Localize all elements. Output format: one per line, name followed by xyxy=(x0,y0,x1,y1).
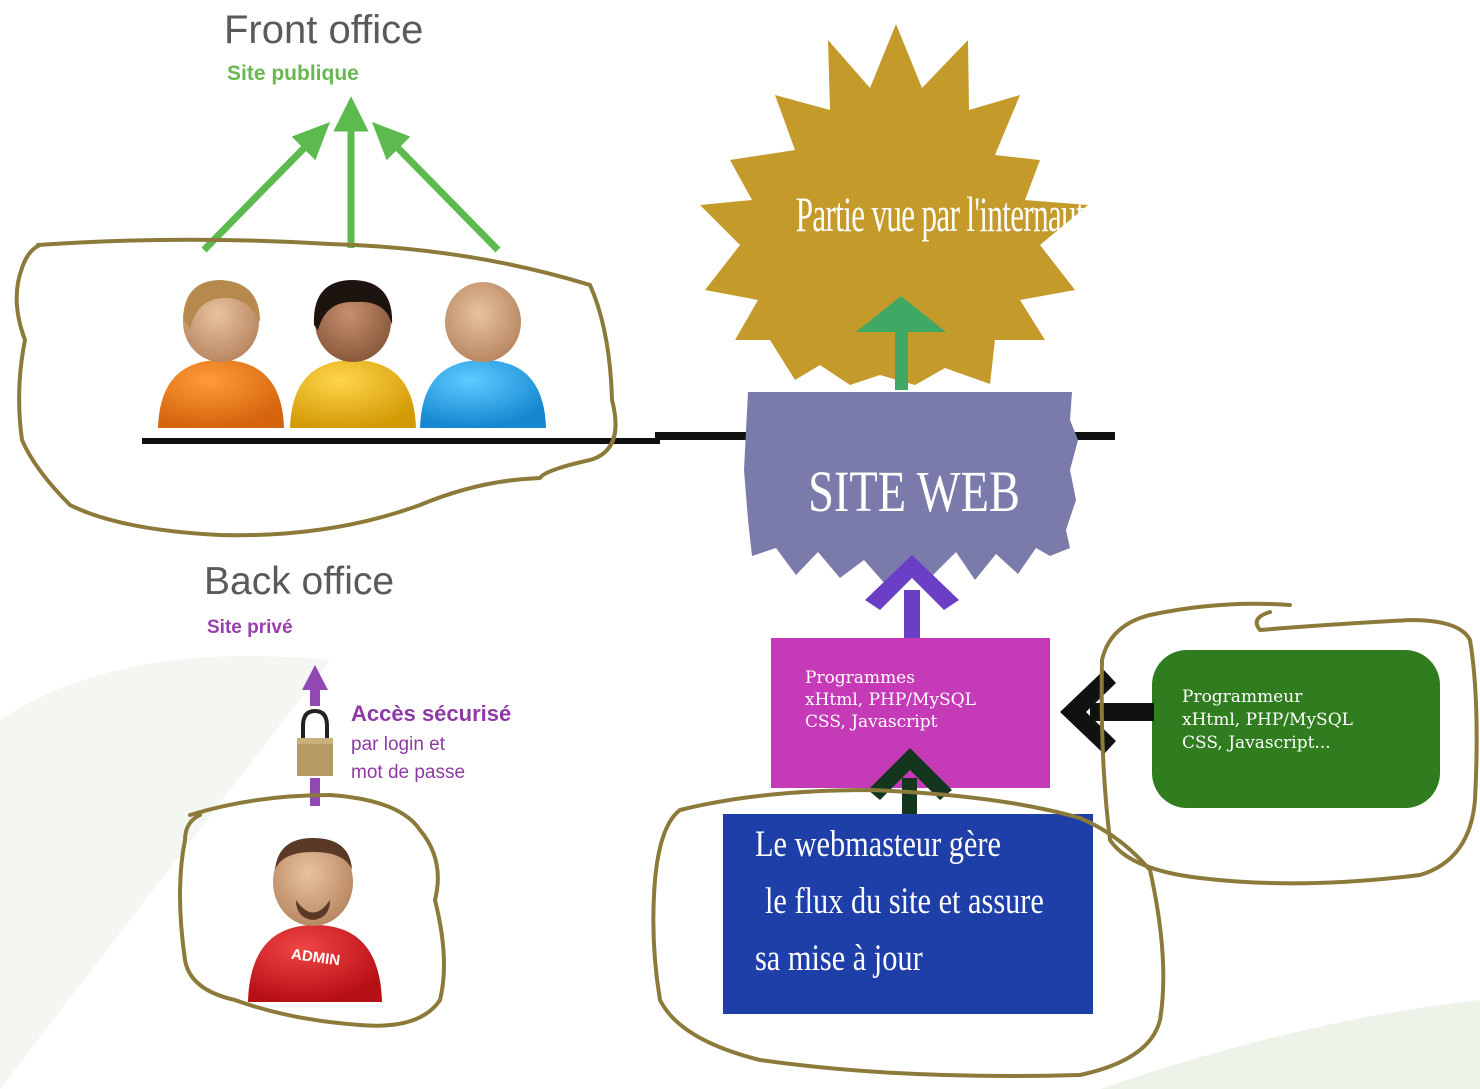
starburst-text: Partie vue par l'internaute xyxy=(795,186,1098,242)
scribble-users xyxy=(14,237,618,538)
up-arrow-green xyxy=(856,296,946,390)
scribble-webmaster xyxy=(651,788,1166,1078)
background-swoosh xyxy=(0,656,330,1089)
webmaster-line1: Le webmasteur gère xyxy=(755,824,1001,865)
back-office-subtitle: Site privé xyxy=(207,617,293,638)
user-icon-orange xyxy=(158,280,284,428)
admin-badge-text: ADMIN xyxy=(290,946,341,970)
secure-access-line1: par login et xyxy=(351,734,446,755)
programmer-line2: xHtml, PHP/MySQL xyxy=(1182,710,1353,730)
secure-access-line2: mot de passe xyxy=(351,762,466,783)
user-icon-blue xyxy=(420,282,546,428)
programs-line1: Programmes xyxy=(805,668,915,688)
back-office-arrow xyxy=(302,665,328,806)
user-icon-yellow xyxy=(290,280,416,428)
scribble-admin xyxy=(178,793,446,1028)
programmer-line3: CSS, Javascript... xyxy=(1182,733,1331,753)
up-arrow-dark-green xyxy=(868,748,952,822)
front-office-arrows xyxy=(201,96,501,253)
hand-drawn-outlines xyxy=(14,237,1479,1078)
secure-access-title: Accès sécurisé xyxy=(351,701,512,726)
left-arrow-black xyxy=(1060,670,1154,754)
padlock-icon xyxy=(297,708,333,776)
admin-user-icon xyxy=(248,838,382,1002)
starburst-shape xyxy=(700,24,1088,385)
site-web-box xyxy=(744,392,1078,585)
webmaster-line3: sa mise à jour xyxy=(755,938,923,979)
site-web-label: SITE WEB xyxy=(808,459,1020,524)
scribble-programmer xyxy=(1099,601,1479,886)
webmaster-line2: le flux du site et assure xyxy=(765,881,1044,922)
front-office-subtitle: Site publique xyxy=(227,62,359,85)
programs-line2: xHtml, PHP/MySQL xyxy=(805,690,976,710)
programmer-box xyxy=(1152,650,1440,808)
programmer-box-text: Programmeur xHtml, PHP/MySQL CSS, Javascri… xyxy=(1182,686,1353,755)
front-office-title: Front office xyxy=(224,8,424,52)
programmer-line1: Programmeur xyxy=(1182,687,1303,707)
programs-line3: CSS, Javascript xyxy=(805,712,938,732)
back-office-title: Back office xyxy=(204,560,395,603)
webmaster-box xyxy=(723,814,1093,1014)
background-swoosh xyxy=(1100,1000,1480,1089)
up-arrow-purple xyxy=(865,555,959,640)
